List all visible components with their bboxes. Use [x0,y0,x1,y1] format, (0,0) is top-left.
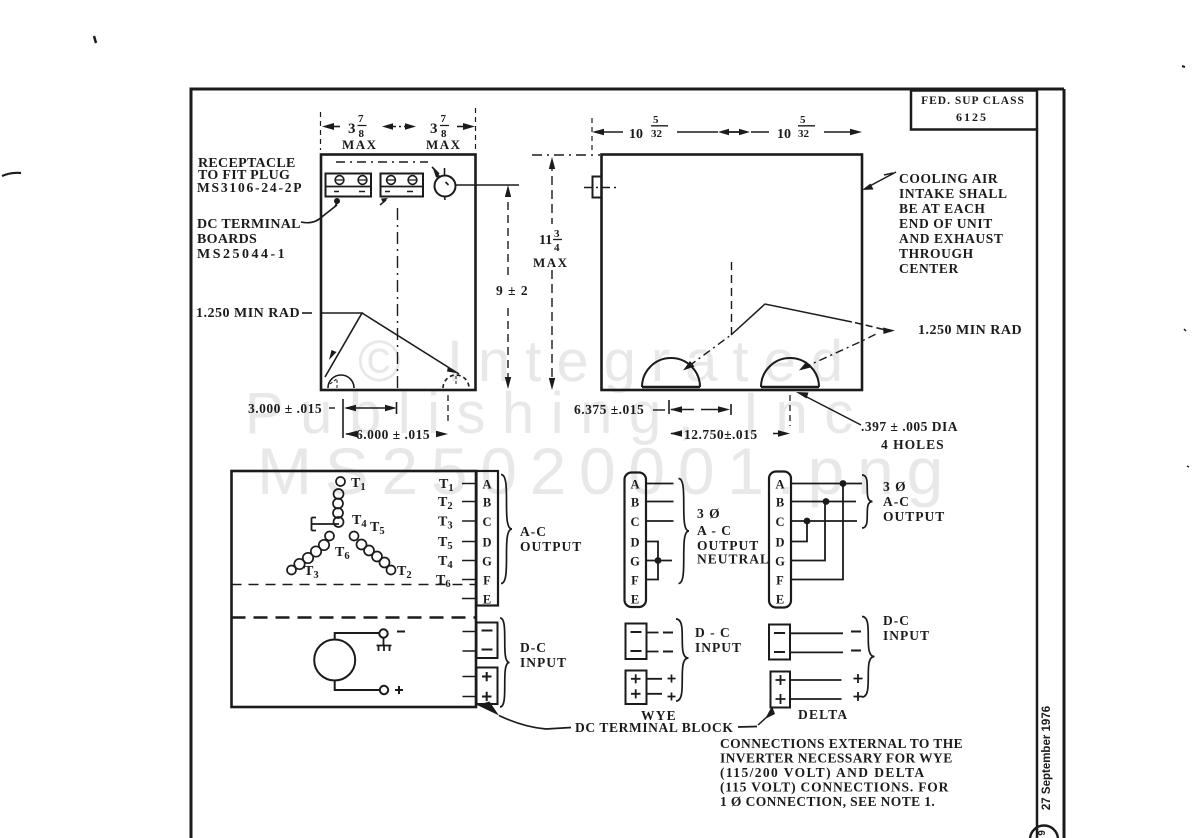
svg-text:E: E [483,593,491,607]
svg-text:OUTPUT: OUTPUT [697,538,759,553]
svg-text:(115/200 VOLT) AND DELTA: (115/200 VOLT) AND DELTA [720,765,926,780]
svg-text:TO FIT PLUG: TO FIT PLUG [198,168,290,183]
svg-text:MAX: MAX [342,137,378,152]
svg-text:E: E [776,593,784,607]
svg-text:3 Ø: 3 Ø [697,506,721,521]
svg-text:5: 5 [653,114,659,126]
svg-text:3 Ø: 3 Ø [883,479,907,494]
svg-text:B: B [631,496,639,510]
svg-text:CONNECTIONS EXTERNAL TO THE: CONNECTIONS EXTERNAL TO THE [720,736,963,751]
svg-text:INPUT: INPUT [520,655,567,670]
svg-text:COOLING AIR: COOLING AIR [899,171,998,186]
svg-text:INPUT: INPUT [883,628,930,643]
svg-text:6.375 ±.015: 6.375 ±.015 [574,402,644,417]
svg-text:12.750±.015: 12.750±.015 [684,427,758,442]
svg-text:9: 9 [1037,830,1048,836]
svg-text:3: 3 [554,228,560,240]
svg-text:A-C: A-C [883,494,910,509]
svg-text:5: 5 [800,114,806,126]
svg-text:10: 10 [629,127,643,142]
svg-text:F: F [776,574,784,588]
svg-text:32: 32 [651,128,663,140]
svg-text:9 ± 2: 9 ± 2 [496,283,529,298]
svg-text:MAX: MAX [426,137,462,152]
svg-text:NEUTRAL: NEUTRAL [697,552,770,567]
svg-text:(115 VOLT) CONNECTIONS. FOR: (115 VOLT) CONNECTIONS. FOR [720,780,949,795]
svg-text:6.000 ± .015: 6.000 ± .015 [356,427,430,442]
svg-text:F: F [483,574,491,588]
svg-text:INTAKE SHALL: INTAKE SHALL [899,186,1008,201]
svg-text:.397 ± .005 DIA: .397 ± .005 DIA [861,419,958,434]
svg-text:B: B [776,496,784,510]
svg-text:END OF UNIT: END OF UNIT [899,216,993,231]
svg-text:C: C [482,515,491,529]
svg-text:MAX: MAX [533,255,569,270]
svg-text:MS3106-24-2P: MS3106-24-2P [197,180,303,195]
svg-text:A: A [630,478,639,492]
svg-text:BOARDS: BOARDS [197,232,257,247]
svg-text:B: B [483,496,491,510]
svg-text:AND EXHAUST: AND EXHAUST [899,231,1004,246]
svg-text:3: 3 [430,121,438,137]
svg-text:1 Ø CONNECTION, SEE NOTE 1.: 1 Ø CONNECTION, SEE NOTE 1. [720,794,935,809]
svg-text:1.250 MIN RAD: 1.250 MIN RAD [918,323,1022,338]
svg-text:A: A [775,478,784,492]
svg-text:3: 3 [348,121,356,137]
svg-text:D: D [775,536,784,550]
svg-text:4 HOLES: 4 HOLES [881,437,945,452]
svg-text:C: C [775,515,784,529]
svg-text:3.000 ± .015: 3.000 ± .015 [248,401,322,416]
svg-text:E: E [631,593,639,607]
svg-text:32: 32 [798,128,810,140]
svg-text:D - C: D - C [695,625,731,640]
svg-text:D: D [482,536,491,550]
svg-text:G: G [630,555,640,569]
svg-text:D-C: D-C [520,640,547,655]
svg-text:7: 7 [358,113,364,125]
svg-text:A - C: A - C [697,523,732,538]
svg-text:OUTPUT: OUTPUT [883,509,945,524]
svg-text:1.250 MIN RAD: 1.250 MIN RAD [196,306,300,321]
svg-text:RECEPTACLE: RECEPTACLE [198,156,296,171]
svg-text:CENTER: CENTER [899,261,959,276]
svg-text:INVERTER NECESSARY FOR WYE: INVERTER NECESSARY FOR WYE [720,751,953,766]
svg-text:FED. SUP CLASS: FED. SUP CLASS [921,95,1025,107]
svg-text:8: 8 [359,128,365,140]
svg-text:8: 8 [441,128,447,140]
svg-text:Publishing, Inc: Publishing, Inc [245,381,870,446]
svg-text:INPUT: INPUT [695,640,742,655]
svg-text:G: G [482,555,492,569]
svg-text:A: A [482,478,491,492]
svg-text:WYE: WYE [641,708,677,723]
svg-text:C: C [630,515,639,529]
svg-text:OUTPUT: OUTPUT [520,539,582,554]
svg-text:THROUGH: THROUGH [899,246,974,261]
svg-text:DC TERMINAL BLOCK: DC TERMINAL BLOCK [575,720,733,735]
svg-text:A-C: A-C [520,524,547,539]
svg-text:D: D [630,536,639,550]
svg-text:G: G [775,555,785,569]
svg-text:10: 10 [777,127,791,142]
svg-text:DC TERMINAL: DC TERMINAL [197,217,301,232]
svg-text:4: 4 [554,242,560,254]
svg-text:F: F [631,574,639,588]
svg-text:7: 7 [441,113,447,125]
svg-text:11: 11 [539,233,552,248]
svg-text:D-C: D-C [883,613,910,628]
svg-text:27 September 1976: 27 September 1976 [1041,706,1053,810]
svg-text:6125: 6125 [956,110,988,124]
svg-text:BE AT EACH: BE AT EACH [899,201,986,216]
svg-text:DELTA: DELTA [798,707,848,722]
svg-text:MS25044-1: MS25044-1 [197,247,287,262]
